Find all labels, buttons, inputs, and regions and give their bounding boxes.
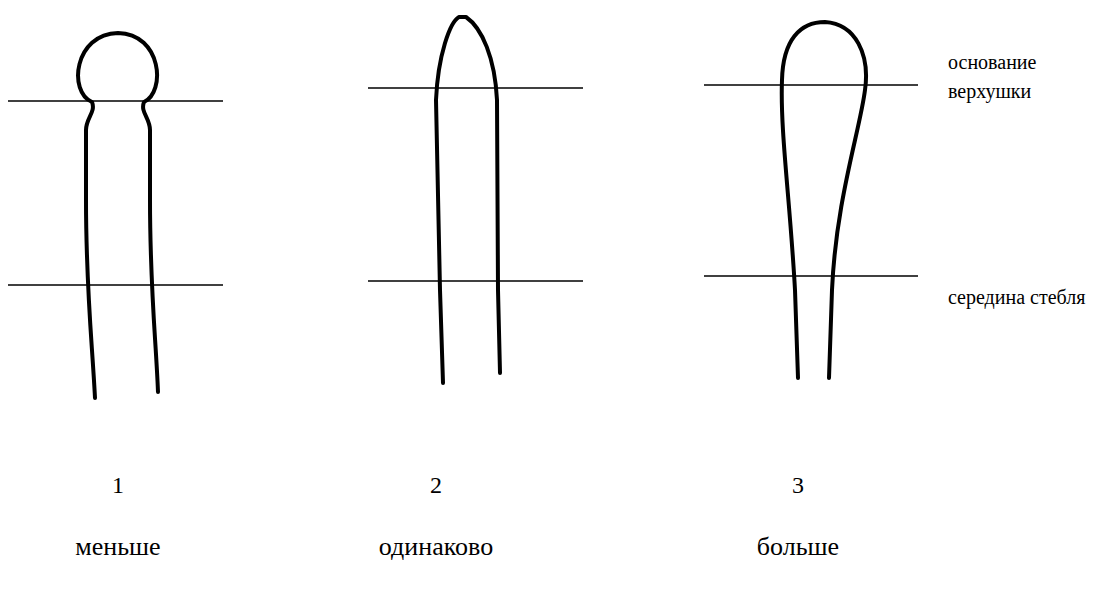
figure-number: 2	[430, 468, 442, 503]
level-label: середина стебля	[948, 283, 1088, 312]
stem-outline-2	[436, 17, 500, 383]
comparison-word: одинаково	[379, 528, 493, 566]
figure-number: 3	[792, 468, 804, 503]
stem-outline-3	[782, 22, 866, 378]
figure-number: 1	[112, 468, 124, 503]
stem-outline-1	[78, 33, 158, 398]
level-label: основание верхушки	[948, 48, 1088, 106]
comparison-word: больше	[757, 528, 839, 566]
comparison-word: меньше	[75, 528, 160, 566]
